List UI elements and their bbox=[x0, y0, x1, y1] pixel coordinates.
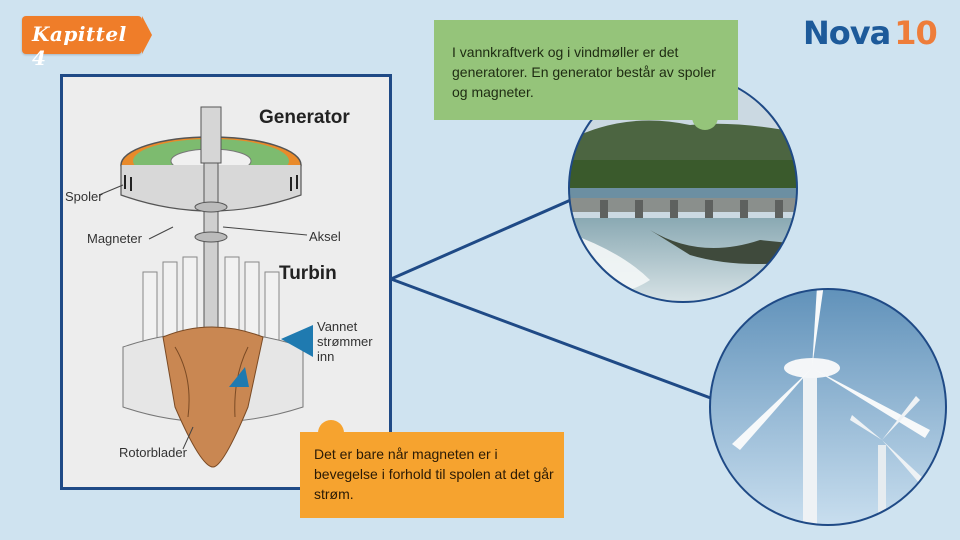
rotor-blades-label: Rotorblader bbox=[119, 445, 187, 460]
chapter-badge-label: Kapittel 4 bbox=[32, 22, 127, 70]
callout-top: I vannkraftverk og i vindmøller er det g… bbox=[434, 20, 738, 120]
shaft-label: Aksel bbox=[309, 229, 341, 244]
coils-label: Spoler bbox=[65, 189, 103, 204]
callout-bottom: Det er bare når magneten er i bevegelse … bbox=[300, 432, 564, 518]
generator-heading: Generator bbox=[259, 107, 350, 128]
chapter-badge: Kapittel 4 bbox=[22, 16, 152, 70]
generator-turbine-panel: Generator Turbin Spoler Magneter Aksel V… bbox=[60, 74, 392, 490]
photo-frame-bottom bbox=[709, 288, 947, 526]
generator-turbine-illustration bbox=[98, 106, 313, 468]
water-inlet-label-2: strømmer bbox=[317, 334, 373, 349]
logo-number: 10 bbox=[894, 14, 938, 52]
turbine-heading: Turbin bbox=[279, 263, 337, 284]
logo-word: Nova bbox=[803, 14, 891, 52]
water-inlet-label-3: inn bbox=[317, 349, 335, 364]
wind-turbine-photo bbox=[710, 289, 946, 525]
connector-line-top bbox=[390, 197, 574, 281]
callout-bottom-text: Det er bare når magneten er i bevegelse … bbox=[314, 446, 554, 502]
magnets-label: Magneter bbox=[87, 231, 142, 246]
callout-top-text: I vannkraftverk og i vindmøller er det g… bbox=[452, 44, 716, 100]
water-inlet-label-1: Vannet bbox=[317, 319, 358, 334]
connector-line-bottom bbox=[390, 277, 717, 402]
